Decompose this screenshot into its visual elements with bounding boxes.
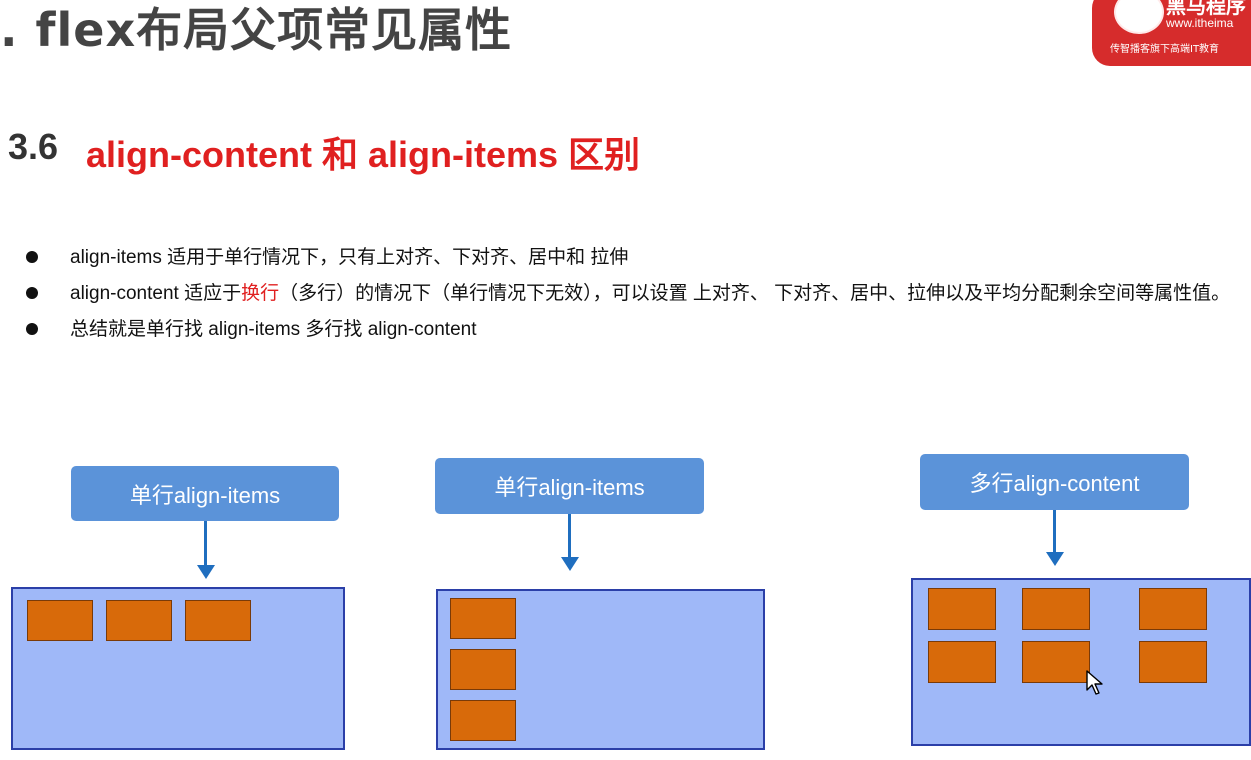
flex-container-3: [911, 578, 1251, 746]
flex-item: [106, 600, 172, 641]
down-arrow-icon: [568, 514, 571, 559]
section-title: align-content 和 align-items 区别: [86, 134, 641, 175]
bullet-dot-icon: [26, 287, 38, 299]
arrow-head-icon: [561, 557, 579, 571]
flex-item: [928, 641, 996, 683]
flex-item: [185, 600, 251, 641]
brand-logo: 黑马程序 www.itheima 传智播客旗下高端IT教育: [1092, 0, 1251, 66]
diagram-label-single-row-2: 单行align-items: [435, 458, 704, 514]
bullet-text-rest: （多行）的情况下（单行情况下无效），可以设置 上对齐、 下对齐、居中、拉伸以及平…: [279, 283, 1231, 304]
logo-emblem-icon: [1114, 0, 1164, 34]
arrow-head-icon: [197, 565, 215, 579]
bullet-text: align-content 适应于: [70, 283, 242, 304]
page-title: . flex布局父项常见属性: [0, 3, 513, 57]
flex-item: [450, 649, 516, 690]
logo-brand-name: 黑马程序: [1166, 0, 1246, 18]
down-arrow-icon: [204, 521, 207, 567]
bullet-item: align-items 适用于单行情况下，只有上对齐、下对齐、居中和 拉伸: [26, 240, 1236, 276]
down-arrow-icon: [1053, 510, 1056, 554]
mouse-cursor-icon: [1086, 670, 1103, 695]
bullet-dot-icon: [26, 251, 38, 263]
flex-item: [1139, 641, 1207, 683]
bullet-highlight: 换行: [241, 283, 280, 304]
logo-url: www.itheima: [1166, 16, 1234, 30]
bullet-list: align-items 适用于单行情况下，只有上对齐、下对齐、居中和 拉伸 al…: [26, 240, 1236, 348]
logo-tagline: 传智播客旗下高端IT教育: [1110, 44, 1220, 55]
bullet-item: align-content 适应于换行（多行）的情况下（单行情况下无效），可以设…: [26, 276, 1236, 312]
flex-item: [1139, 588, 1207, 630]
flex-container-2: [436, 589, 765, 750]
bullet-text: align-items 适用于单行情况下，只有上对齐、下对齐、居中和 拉伸: [70, 247, 629, 268]
flex-item: [450, 598, 516, 639]
flex-item: [1022, 588, 1090, 630]
flex-item: [27, 600, 93, 641]
section-number: 3.6: [8, 126, 59, 167]
diagram-label-multi-row: 多行align-content: [920, 454, 1189, 510]
arrow-head-icon: [1046, 552, 1064, 566]
flex-item: [928, 588, 996, 630]
flex-item: [1022, 641, 1090, 683]
flex-container-1: [11, 587, 345, 750]
bullet-item: 总结就是单行找 align-items 多行找 align-content: [26, 312, 1236, 348]
bullet-dot-icon: [26, 323, 38, 335]
bullet-text: 总结就是单行找 align-items 多行找 align-content: [70, 319, 477, 340]
diagram-label-single-row-1: 单行align-items: [71, 466, 339, 521]
flex-item: [450, 700, 516, 741]
